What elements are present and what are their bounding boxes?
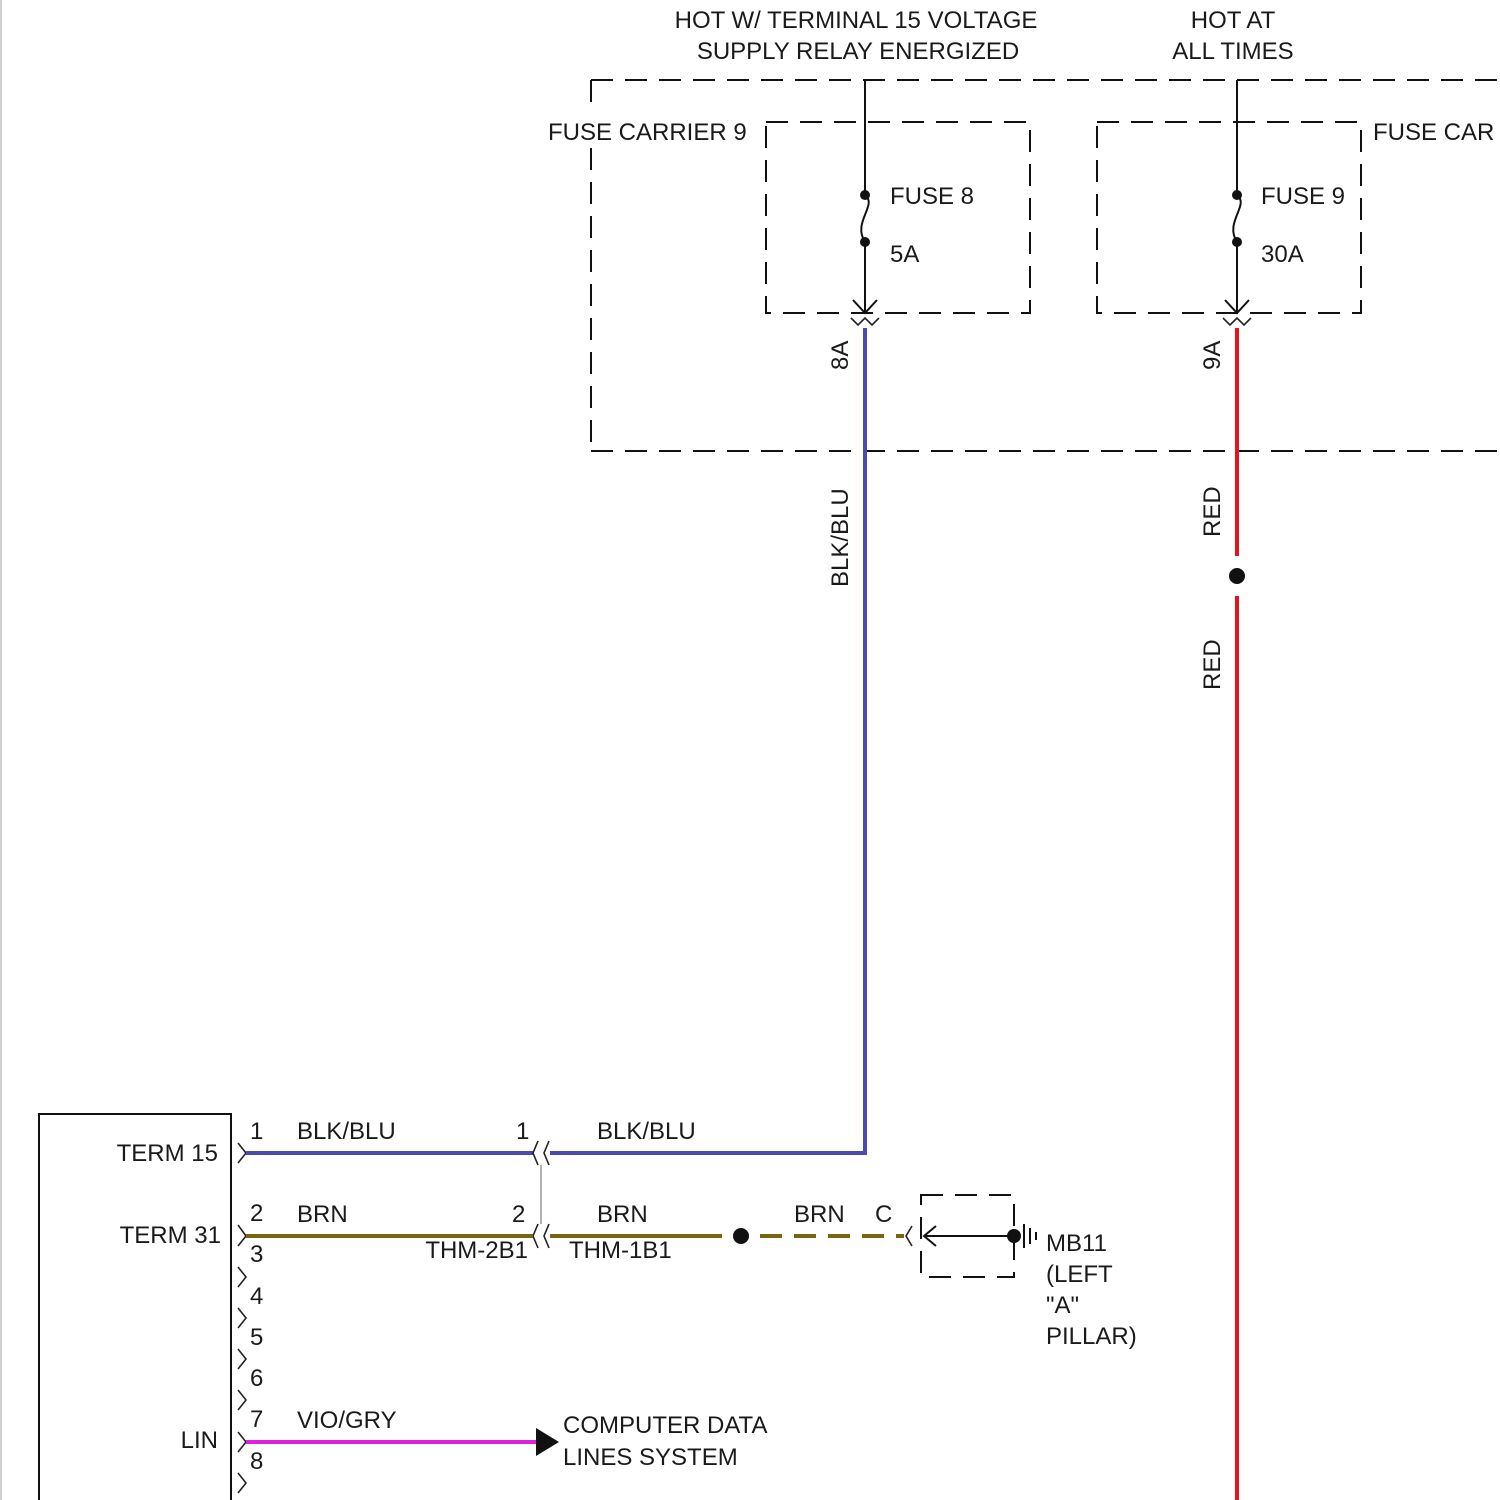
fuse-carrier-label: FUSE CARRIER 9 — [548, 119, 747, 146]
ground-location-1: (LEFT — [1046, 1261, 1113, 1288]
wire-vio-gry-label: VIO/GRY — [297, 1407, 397, 1434]
fuse-carrier-right-label: FUSE CAR — [1373, 119, 1494, 146]
fuse-8-label: FUSE 8 — [890, 183, 974, 210]
fuse-8-terminal: 8A — [827, 341, 854, 370]
fuse-9-symbol — [1223, 80, 1251, 325]
ground-connector — [906, 1195, 1036, 1277]
connector-left-id: THM-2B1 — [425, 1237, 528, 1264]
wire-brn-label-right: BRN — [794, 1201, 845, 1228]
module-pin-3: 3 — [250, 1241, 263, 1268]
fuse-8-box — [766, 122, 1030, 313]
ground-pin-label: C — [875, 1201, 892, 1228]
wire-blk-blu-label-right: BLK/BLU — [597, 1118, 696, 1145]
wire-brn-label-left: BRN — [297, 1201, 348, 1228]
fuse-8-rating: 5A — [890, 241, 919, 268]
module-connector — [238, 1143, 246, 1493]
ground-location-2: "A" — [1046, 1292, 1079, 1319]
connector-right-id: THM-1B1 — [569, 1237, 672, 1264]
header-hot-line2: ALL TIMES — [1172, 38, 1293, 65]
fuse-9-label: FUSE 9 — [1261, 183, 1345, 210]
wire-blk-blu-label-left: BLK/BLU — [297, 1118, 396, 1145]
header-term15-line1: HOT W/ TERMINAL 15 VOLTAGE — [675, 7, 1038, 34]
fuse-9-rating: 30A — [1261, 241, 1304, 268]
fuse-8-symbol — [851, 80, 879, 325]
header-hot-line1: HOT AT — [1191, 7, 1276, 34]
module-lin-label: LIN — [181, 1427, 218, 1454]
data-link-line2: LINES SYSTEM — [563, 1444, 738, 1471]
ground-name: MB11 — [1046, 1230, 1107, 1257]
splice-dot-brn — [733, 1228, 749, 1244]
fuse-9-terminal: 9A — [1199, 341, 1226, 370]
data-link-line1: COMPUTER DATA — [563, 1412, 767, 1439]
module-pin-5: 5 — [250, 1324, 263, 1351]
module-term15-label: TERM 15 — [117, 1140, 218, 1167]
module-pin-6: 6 — [250, 1365, 263, 1392]
wire-red-label-upper: RED — [1199, 486, 1226, 537]
wire-brn-label-mid: BRN — [597, 1201, 648, 1228]
module-pin-7: 7 — [250, 1406, 263, 1433]
header-term15-line2: SUPPLY RELAY ENERGIZED — [697, 38, 1019, 65]
module-pin-2: 2 — [250, 1200, 263, 1227]
module-pin-4: 4 — [250, 1283, 263, 1310]
fuse-9-box — [1097, 122, 1361, 313]
splice-dot-red — [1229, 568, 1245, 584]
connector-pin-1: 1 — [516, 1118, 529, 1145]
module-pin-8: 8 — [250, 1448, 263, 1475]
ground-location-3: PILLAR) — [1046, 1323, 1137, 1350]
data-link-arrow — [536, 1428, 559, 1456]
connector-pin-2: 2 — [512, 1201, 525, 1228]
wire-red-label-lower: RED — [1199, 639, 1226, 690]
wire-blk-blu-vertical-label: BLK/BLU — [827, 488, 854, 587]
module-term31-label: TERM 31 — [120, 1222, 221, 1249]
module-pin-1: 1 — [250, 1118, 263, 1145]
inline-connector-thm — [533, 1141, 549, 1248]
